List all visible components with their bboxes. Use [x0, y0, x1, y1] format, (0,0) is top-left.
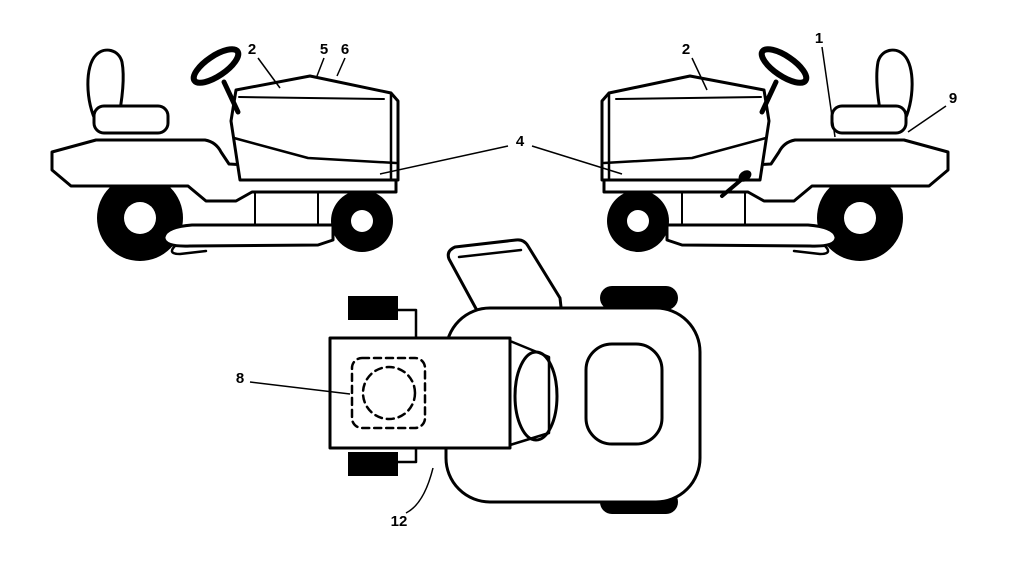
- hood-top: [328, 336, 551, 450]
- leader-9: [907, 105, 947, 133]
- callout-label-4: 4: [516, 133, 525, 150]
- front-wheel-icon: [331, 190, 393, 252]
- front-wheel-icon: [348, 296, 418, 340]
- decal-outline: [350, 356, 427, 430]
- hood: [600, 74, 771, 182]
- callout-label-12: 12: [391, 513, 408, 530]
- steering-wheel-icon: [513, 350, 559, 442]
- steering-wheel-icon: [190, 46, 242, 115]
- front-wheel-icon: [348, 446, 418, 476]
- callout-label-1: 1: [815, 30, 823, 47]
- leader-6: [336, 57, 346, 77]
- leader-2-left: [257, 57, 281, 89]
- chute: [446, 238, 564, 318]
- leader-12: [405, 467, 434, 514]
- leader-5: [316, 57, 325, 77]
- callout-label-9: 9: [949, 90, 957, 107]
- leader-1: [821, 46, 836, 138]
- top-view-tractor: [328, 238, 702, 514]
- chassis-body: [602, 138, 950, 203]
- seat: [830, 48, 914, 135]
- mower-deck: [162, 191, 335, 256]
- rear-wheel-icon: [97, 175, 183, 261]
- seat-top: [584, 342, 664, 446]
- right-side-view-tractor: [600, 46, 950, 261]
- hood: [229, 74, 400, 182]
- callout-label-2-right: 2: [682, 41, 690, 58]
- rear-wheel-icon: [817, 175, 903, 261]
- leader-8: [249, 381, 351, 395]
- leader-4-to-left: [379, 145, 509, 175]
- left-side-view-tractor: [50, 46, 400, 261]
- callout-label-6: 6: [341, 41, 349, 58]
- callout-label-2-left: 2: [248, 41, 256, 58]
- leader-4-to-right: [531, 145, 623, 175]
- rear-wheel-icon: [600, 286, 678, 310]
- callout-label-8: 8: [236, 370, 244, 387]
- mower-deck: [665, 191, 838, 256]
- chassis-body: [50, 138, 398, 203]
- steering-wheel-icon: [758, 46, 810, 115]
- callout-label-5: 5: [320, 41, 328, 58]
- callout-leader-lines: [249, 46, 947, 514]
- deck-lift-lever: [720, 170, 752, 198]
- front-wheel-icon: [607, 190, 669, 252]
- leader-2-right: [691, 57, 708, 91]
- seat: [86, 48, 170, 135]
